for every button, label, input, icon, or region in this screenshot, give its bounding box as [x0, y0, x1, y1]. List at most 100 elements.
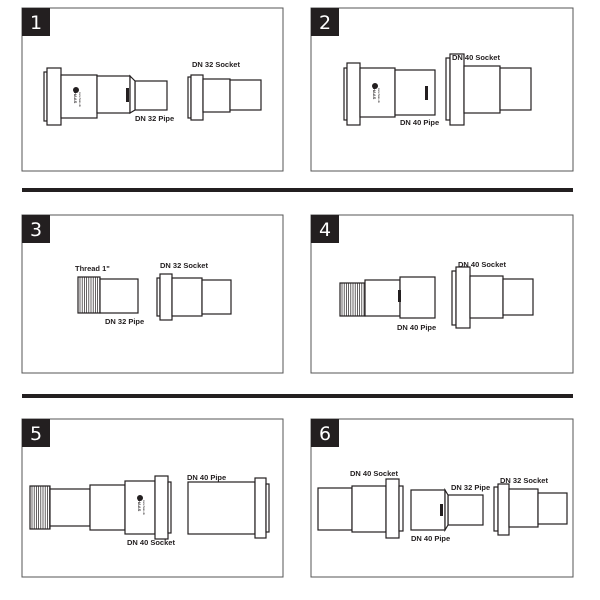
fitting-segment — [159, 273, 173, 321]
fitting-segment — [463, 65, 501, 114]
fitting-segment — [385, 478, 400, 539]
fitting-segment — [124, 480, 156, 535]
step-number: 6 — [319, 423, 331, 445]
fitting-segment — [537, 492, 568, 525]
fitting-segment — [451, 270, 457, 326]
fitting-segment — [508, 488, 539, 528]
part-label: DN 40 Pipe — [397, 323, 436, 332]
step-number-badge — [22, 215, 50, 243]
part-label: DN 40 Socket — [458, 260, 506, 269]
section-divider — [22, 188, 573, 192]
logo-brand: HAAS — [73, 92, 78, 104]
fitting-segment — [190, 74, 204, 121]
fitting-segment — [399, 276, 436, 319]
part-label: Thread 1" — [75, 264, 110, 273]
fitting-segment — [317, 487, 353, 531]
part-label: DN 32 Socket — [192, 60, 240, 69]
pipe-taper — [129, 74, 136, 115]
fitting-segment — [134, 80, 168, 111]
fitting-segment — [229, 79, 262, 111]
fitting-segment — [96, 75, 131, 114]
logo-url: www.haas.de — [142, 500, 145, 515]
step-number: 3 — [30, 219, 42, 241]
insertion-mark — [425, 86, 428, 100]
fitting-segment — [398, 485, 404, 532]
panel-frame — [21, 214, 284, 374]
fitting-segment — [359, 67, 396, 118]
logo-mark-icon — [372, 83, 378, 89]
part-label: DN 32 Pipe — [105, 317, 144, 326]
logo-brand: HAAS — [137, 500, 142, 512]
part-label: DN 32 Socket — [160, 261, 208, 270]
part-label: DN 40 Pipe — [400, 118, 439, 127]
part-label: DN 40 Socket — [350, 469, 398, 478]
fitting-segment — [469, 275, 504, 319]
insertion-mark — [440, 504, 443, 516]
logo-mark-icon — [73, 87, 79, 93]
fitting-segment — [449, 53, 465, 126]
fitting-segment — [445, 57, 451, 121]
fitting-segment — [339, 282, 366, 317]
logo-mark-icon — [137, 495, 143, 501]
fitting-segment — [99, 278, 139, 314]
step-number: 4 — [319, 219, 331, 241]
fitting-segment — [410, 489, 446, 531]
step-number: 5 — [30, 423, 42, 445]
step-number: 1 — [30, 12, 42, 34]
fitting-segment — [502, 278, 534, 316]
fitting-segment — [171, 277, 203, 317]
part-label: DN 40 Pipe — [411, 534, 450, 543]
section-divider — [22, 394, 573, 398]
step-panel-4: 4 DN 40 Socket DN 40 Pipe — [310, 214, 574, 374]
part-label: DN 32 Pipe — [135, 114, 174, 123]
logo-url: www.haas.de — [377, 88, 380, 103]
step-number-badge — [311, 215, 339, 243]
part-label: DN 40 Socket — [452, 53, 500, 62]
step-panel-6: 6 DN 40 Socket DN 32 Pipe DN 32 Socket DN 40… — [310, 418, 574, 578]
fitting-segment — [29, 485, 51, 530]
fitting-segment — [202, 78, 231, 113]
part-label: DN 40 Socket — [127, 538, 175, 547]
fitting-segment — [254, 477, 267, 539]
part-label: DN 32 Socket — [500, 476, 548, 485]
part-label: DN 40 Pipe — [187, 473, 226, 482]
insertion-mark — [126, 88, 129, 102]
fitting-segment — [46, 67, 62, 126]
fitting-segment — [89, 484, 126, 531]
fitting-segment — [167, 481, 172, 534]
fitting-segment — [497, 483, 510, 536]
step-number: 2 — [319, 12, 331, 34]
fitting-parts — [317, 478, 568, 539]
fitting-parts — [339, 266, 534, 329]
logo-brand: HAAS — [372, 88, 377, 100]
fitting-segment — [364, 279, 401, 317]
step-number-badge — [311, 8, 339, 36]
part-label: DN 32 Pipe — [451, 483, 490, 492]
pipe-taper — [444, 487, 449, 533]
fitting-segment — [493, 486, 499, 532]
fitting-segment — [499, 67, 532, 111]
fitting-segment — [60, 74, 98, 119]
fitting-segment — [351, 485, 387, 533]
step-number-badge — [22, 419, 50, 447]
step-number-badge — [22, 8, 50, 36]
insertion-mark — [398, 290, 401, 302]
fitting-segment — [447, 494, 484, 526]
fitting-parts — [77, 273, 232, 321]
step-number-badge — [311, 419, 339, 447]
fitting-segment — [49, 488, 91, 527]
fitting-segment — [394, 69, 436, 116]
fitting-segment — [154, 475, 169, 540]
fitting-segment — [455, 266, 471, 329]
